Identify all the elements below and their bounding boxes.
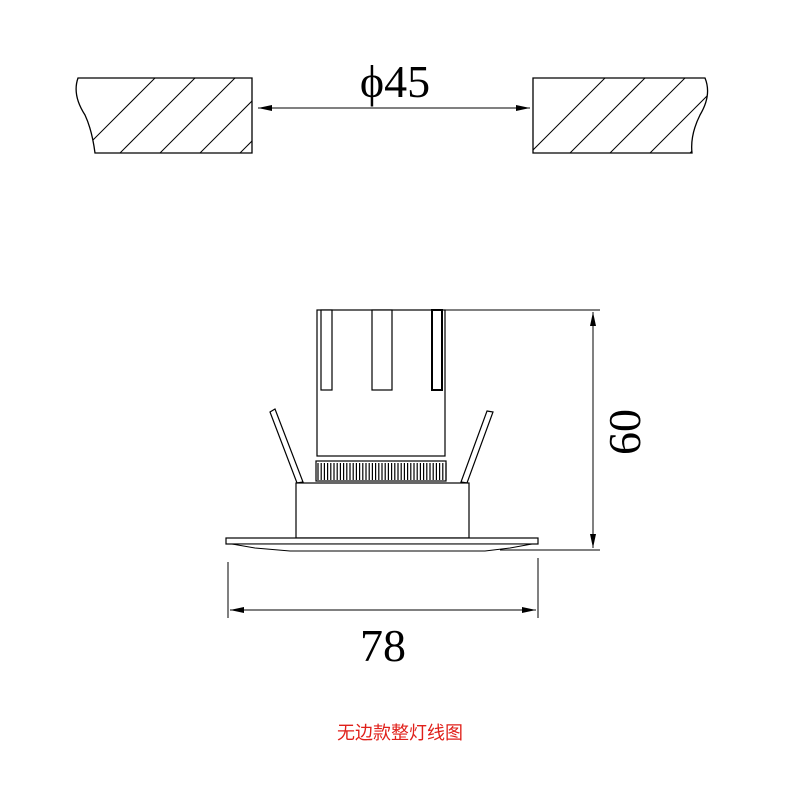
width-dimension-label: 78 bbox=[360, 620, 406, 671]
height-dimension bbox=[445, 309, 600, 551]
heatsink-fin bbox=[431, 309, 443, 391]
heatsink-fin bbox=[320, 309, 333, 391]
fin-ring-stripes bbox=[317, 463, 447, 480]
downlight bbox=[225, 309, 539, 552]
drawing-caption: 无边款整灯线图 bbox=[337, 723, 463, 744]
spring-clip-right bbox=[460, 410, 494, 484]
cutout-dimension-label: ϕ45 bbox=[360, 56, 430, 107]
spring-clip-left bbox=[269, 408, 304, 484]
heatsink-fin bbox=[371, 309, 393, 391]
flange bbox=[225, 537, 539, 545]
trim-base bbox=[295, 482, 470, 539]
flange-lens bbox=[231, 543, 533, 552]
width-dimension bbox=[227, 558, 539, 618]
ceiling-section-right bbox=[532, 77, 709, 154]
height-dimension-label: 60 bbox=[599, 409, 650, 455]
ceiling-section-left bbox=[75, 77, 253, 154]
